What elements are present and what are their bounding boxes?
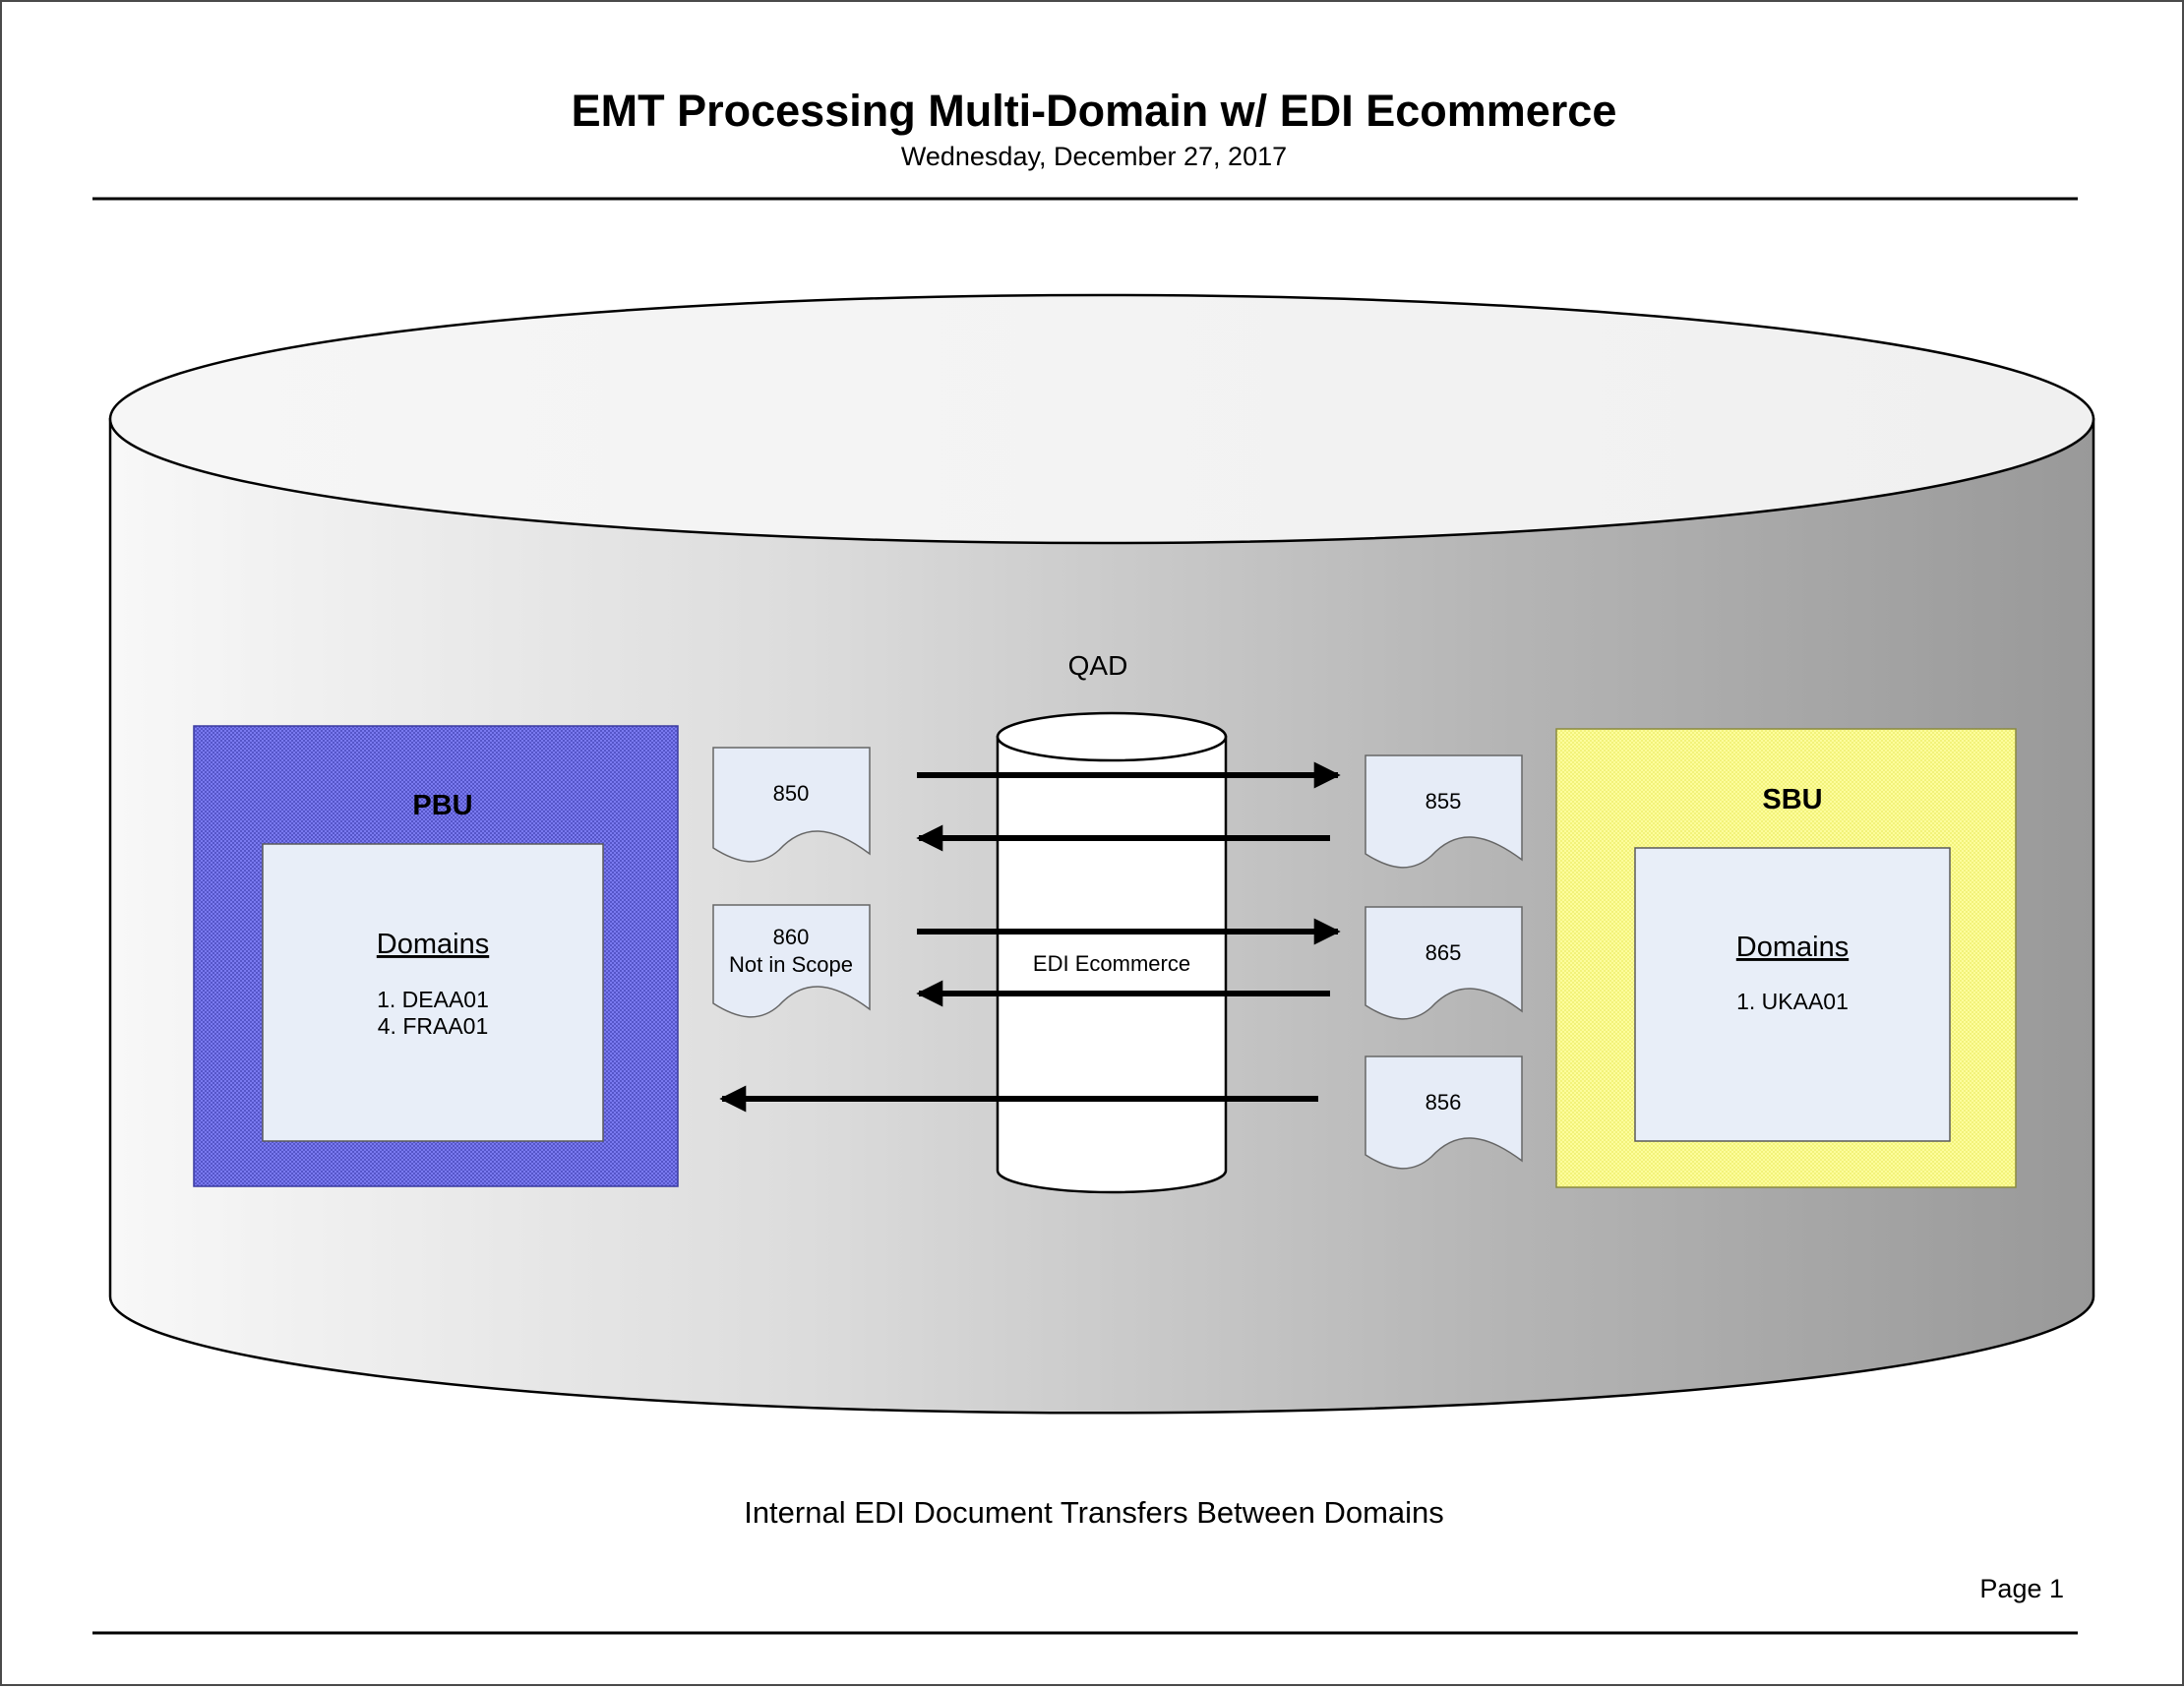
document-865: 865 [1365, 906, 1523, 1020]
document-850-label: 850 [773, 781, 810, 806]
sbu-domains-heading: Domains [1736, 932, 1849, 963]
document-860: 860 Not in Scope [712, 904, 871, 1018]
document-850: 850 [712, 747, 871, 863]
edi-ecommerce-label: EDI Ecommerce [1033, 951, 1190, 976]
edi-cylinder-top [996, 711, 1228, 762]
diagram-caption: Internal EDI Document Transfers Between … [744, 1495, 1444, 1530]
page-title: EMT Processing Multi-Domain w/ EDI Ecomm… [572, 86, 1617, 136]
pbu-domains-panel [262, 843, 604, 1142]
edi-cylinder-body [996, 735, 1228, 1194]
page-number: Page 1 [1979, 1574, 2064, 1603]
document-860-label: 860 [773, 925, 810, 949]
document-855: 855 [1365, 754, 1523, 869]
sbu-domain-item: 1. UKAA01 [1736, 989, 1849, 1014]
pbu-label: PBU [412, 790, 472, 821]
qad-label: QAD [1068, 650, 1128, 681]
document-865-label: 865 [1426, 940, 1462, 965]
sbu-label: SBU [1762, 784, 1822, 815]
document-856-label: 856 [1426, 1090, 1462, 1115]
pbu-domain-item: 1. DEAA01 [377, 987, 489, 1012]
sbu-domains-panel [1634, 847, 1951, 1142]
edi-ecommerce-cylinder [996, 711, 1228, 1194]
document-856: 856 [1365, 1055, 1523, 1170]
cylinder-top [108, 293, 2095, 545]
document-855-label: 855 [1426, 789, 1462, 814]
sbu-box: SBU Domains 1. UKAA01 [1555, 728, 2017, 1188]
page-date: Wednesday, December 27, 2017 [901, 142, 1287, 171]
document-860-note: Not in Scope [729, 952, 853, 977]
pbu-domain-item: 4. FRAA01 [378, 1013, 489, 1039]
pbu-domains-heading: Domains [377, 929, 489, 960]
pbu-box: PBU Domains 1. DEAA01 4. FRAA01 [193, 725, 679, 1187]
